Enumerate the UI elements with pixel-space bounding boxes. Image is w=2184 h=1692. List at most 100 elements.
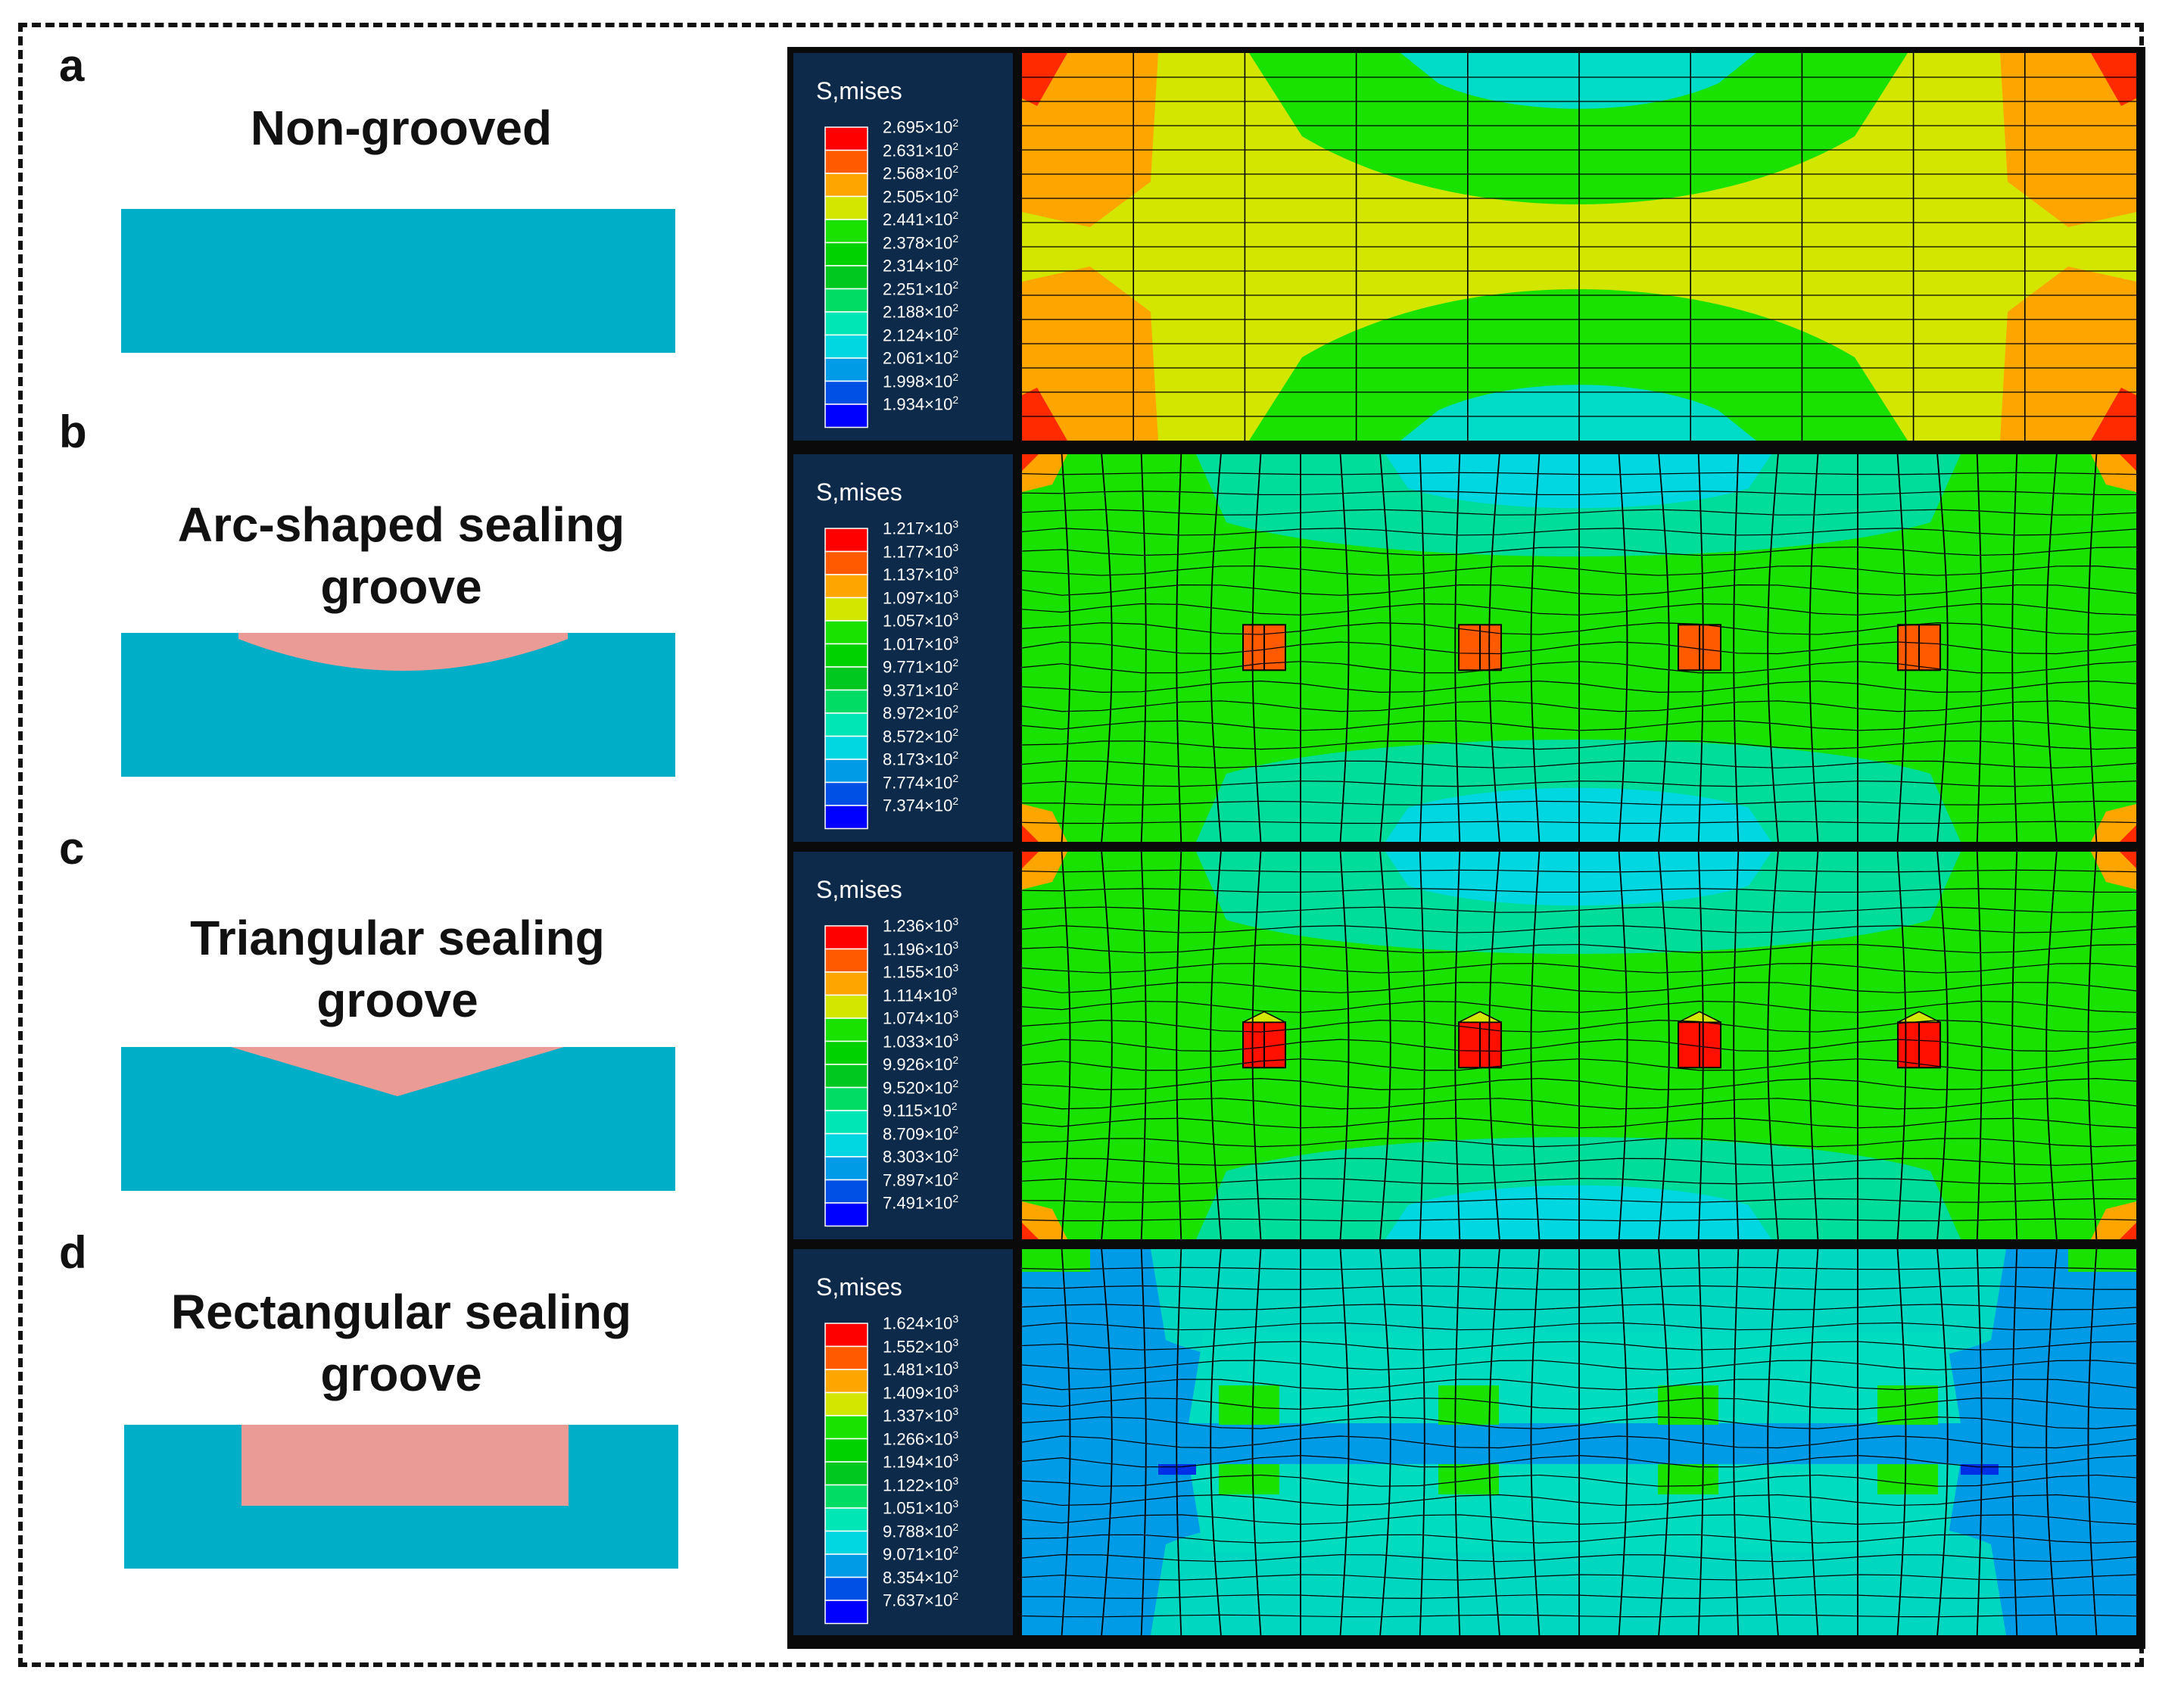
mesh-line: [1896, 1249, 1907, 1635]
mesh-line: [1454, 454, 1461, 842]
contour-hot-zone: [1219, 1464, 1279, 1494]
mesh-line: [1454, 852, 1461, 1239]
corner-hot-2: [1022, 388, 1067, 441]
mesh-line: [1697, 1249, 1704, 1635]
mesh-line: [1176, 454, 1182, 842]
node-cap: [1678, 1011, 1721, 1024]
legend-swatch: [824, 1323, 868, 1348]
mesh-line: [1022, 622, 2136, 635]
legend-value: 1.122×103: [883, 1474, 959, 1494]
mesh-line: [1022, 603, 2136, 615]
legend-swatch: [824, 241, 868, 266]
mesh-line: [2011, 454, 2018, 842]
mesh-line: [1767, 454, 1779, 842]
legend-value: 1.177×103: [883, 541, 959, 561]
legend-value: 7.374×102: [883, 795, 959, 815]
corner-hot-0: [1022, 53, 1067, 106]
mesh-line: [1022, 1020, 2136, 1033]
legend-value: 1.137×103: [883, 564, 959, 584]
corner-warm-3: [2091, 804, 2136, 842]
mesh-line: [1022, 781, 2136, 787]
panel-d-title: Rectangular sealing groove: [121, 1281, 681, 1405]
legend-swatch: [824, 380, 868, 405]
legend-swatch: [824, 404, 868, 428]
legend-swatch: [824, 735, 868, 760]
mesh-line: [2045, 454, 2058, 842]
legend-swatch: [824, 1064, 868, 1089]
mesh-line: [1767, 852, 1779, 1239]
legend-value: 1.074×103: [883, 1008, 959, 1028]
panel-d-title-line-1: Rectangular sealing: [170, 1285, 632, 1339]
mesh-line: [1022, 760, 2136, 768]
legend-swatch: [824, 1415, 868, 1440]
mesh-line: [1658, 454, 1670, 842]
arc-groove: [238, 633, 568, 671]
contour-band-top: [1249, 53, 1908, 204]
mesh-line: [1454, 1249, 1461, 1635]
mesh-line: [1022, 528, 2136, 536]
panel-b-title-line-2: groove: [320, 559, 482, 614]
mesh-line: [1896, 852, 1907, 1239]
contour-core-bottom: [1400, 385, 1756, 441]
legend-value: 7.774×102: [883, 771, 959, 792]
mesh-line: [1061, 852, 1071, 1239]
mesh-line: [1022, 1435, 2136, 1449]
mesh-line: [1339, 1249, 1350, 1635]
mesh-line: [1488, 852, 1500, 1239]
legend-value: 2.124×102: [883, 324, 959, 344]
mesh-line: [1809, 454, 1819, 842]
legend-swatch: [824, 357, 868, 382]
legend-value: 8.354×102: [883, 1566, 959, 1587]
legend-swatch: [824, 971, 868, 996]
mesh-line: [1022, 740, 2136, 750]
mesh-line: [1022, 1138, 2136, 1148]
legend-value: 1.266×103: [883, 1428, 959, 1448]
panel-d-schematic: [124, 1425, 678, 1569]
mesh-line: [2011, 1249, 2018, 1635]
mesh-line: [1022, 491, 2136, 496]
legend-value: 1.033×103: [883, 1030, 959, 1051]
legend-title: S,mises: [816, 1273, 902, 1301]
mesh-line: [1101, 1249, 1113, 1635]
legend-value: 2.695×102: [883, 117, 959, 137]
mesh-line: [1210, 852, 1222, 1239]
corner-bl: [1022, 266, 1158, 441]
mesh-line: [1176, 852, 1182, 1239]
mesh-line: [1022, 1379, 2136, 1391]
legend-value: 1.998×102: [883, 370, 959, 391]
panel-a-title: Non-grooved: [121, 97, 681, 159]
mesh-line: [1618, 454, 1628, 842]
legend-value: 8.173×102: [883, 749, 959, 769]
mesh-line: [1022, 546, 2136, 556]
legend-value: 1.217×103: [883, 518, 959, 538]
legend-swatch: [824, 689, 868, 714]
legend-swatch: [824, 550, 868, 575]
mesh-line: [1140, 454, 1147, 842]
rectangle-groove: [241, 1425, 569, 1506]
legend-swatch: [824, 1600, 868, 1625]
mesh-line: [1339, 454, 1350, 842]
mesh-line: [1022, 1474, 2136, 1487]
mesh-line: [1022, 1360, 2136, 1371]
mesh-line: [1618, 1249, 1628, 1635]
legend-color-bar: [824, 1323, 868, 1625]
legend-title: S,mises: [816, 478, 902, 506]
mesh-line: [1419, 852, 1425, 1239]
corner-hot-3: [2091, 388, 2136, 441]
legend-value: 1.017×103: [883, 633, 959, 653]
panel-c-schematic: [121, 1047, 675, 1191]
mesh-line: [1022, 1178, 2136, 1185]
mesh-line: [1339, 852, 1350, 1239]
mesh-line: [1022, 1494, 2136, 1507]
legend-swatch: [824, 126, 868, 151]
mesh-line: [1022, 1304, 2136, 1310]
mesh-line: [2045, 1249, 2058, 1635]
mesh-line: [2087, 852, 2098, 1239]
legend-swatch: [824, 1202, 868, 1227]
mesh-line: [1251, 454, 1262, 842]
mesh-line: [1022, 982, 2136, 993]
contour-hot-zone: [1438, 1464, 1499, 1494]
legend-value: 8.572×102: [883, 725, 959, 746]
mesh-line: [1809, 1249, 1819, 1635]
legend-value: 1.057×103: [883, 610, 959, 631]
